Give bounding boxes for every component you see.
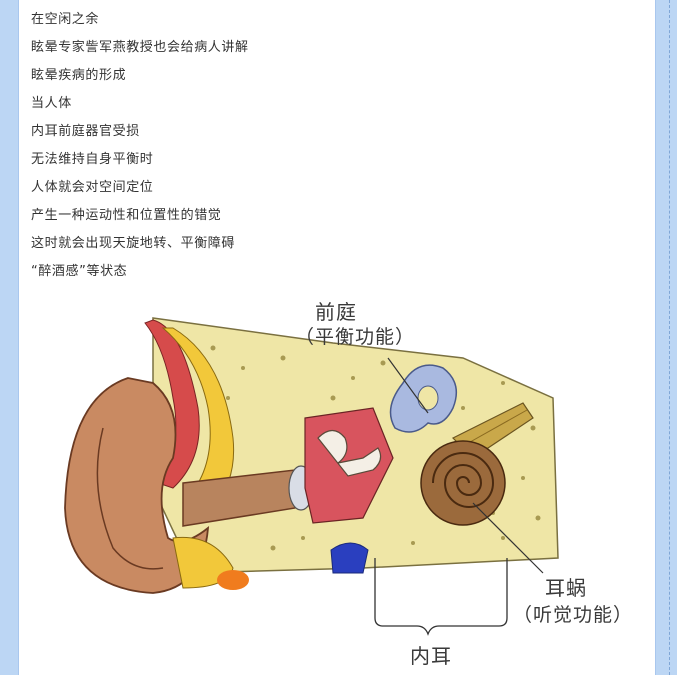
- canal-loop: [417, 385, 439, 411]
- bone-texture: [206, 345, 541, 551]
- inner-ear-bracket: [374, 558, 508, 636]
- article-line: 产生一种运动性和位置性的错觉: [31, 208, 222, 223]
- vestibule-label: 前庭: [315, 300, 357, 324]
- article-line: 眩晕疾病的形成: [31, 68, 127, 83]
- cochlea-leader: [472, 502, 544, 574]
- lower-fat-tissue: [172, 536, 234, 589]
- skin-layer: [144, 319, 200, 489]
- article-line: 在空闲之余: [31, 12, 100, 27]
- right-page-rail: [655, 0, 677, 675]
- article-line: 内耳前庭器官受损: [31, 124, 140, 139]
- cochlea-spiral: [432, 452, 495, 508]
- ossicles: [317, 429, 382, 477]
- article-line: 当人体: [31, 96, 72, 111]
- article-line: 这时就会出现天旋地转、平衡障碍: [31, 236, 236, 251]
- ear-anatomy-illustration: [64, 317, 559, 636]
- orange-tissue: [217, 570, 249, 590]
- nerve-fiber: [462, 409, 528, 447]
- article-line: 无法维持自身平衡时: [31, 152, 154, 167]
- cochlea-label: 耳蜗: [545, 576, 587, 600]
- cochlea-function-label: （听觉功能）: [513, 604, 634, 626]
- eustachian-tube: [330, 542, 369, 574]
- article-line: “醉酒感”等状态: [31, 264, 128, 279]
- inner-ear-label: 内耳: [410, 644, 452, 668]
- article-line: 人体就会对空间定位: [31, 180, 154, 195]
- ear-anatomy-figure: 前庭 （平衡功能） 耳蜗 （听觉功能） 内耳: [33, 288, 655, 675]
- vestibule-leader: [387, 357, 429, 414]
- auricle-fold: [96, 427, 164, 570]
- article-line: 眩晕专家訾军燕教授也会给病人讲解: [31, 40, 249, 55]
- vestibule-function-label: （平衡功能）: [295, 326, 416, 348]
- dashed-divider: [669, 0, 670, 675]
- left-page-rail: [0, 0, 19, 675]
- article-body: 在空闲之余 眩晕专家訾军燕教授也会给病人讲解 眩晕疾病的形成 当人体 内耳前庭器…: [19, 0, 655, 675]
